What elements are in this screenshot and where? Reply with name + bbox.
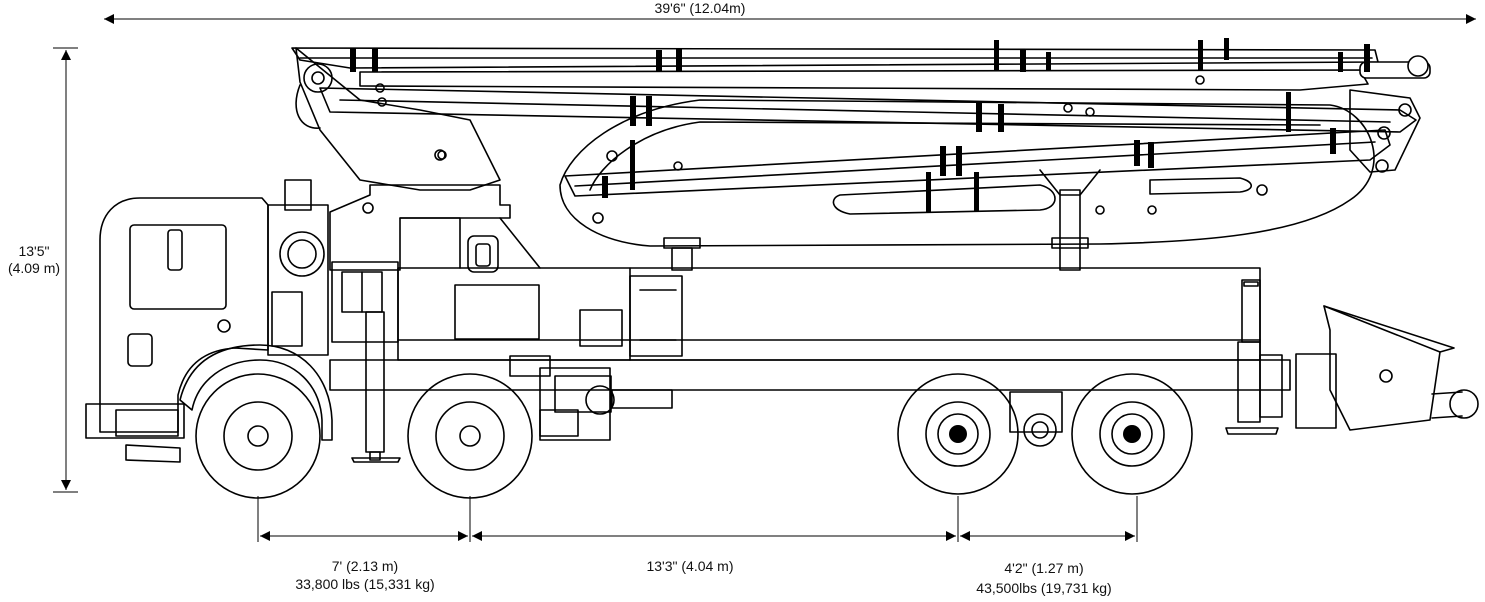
front-axle-weight-label: 33,800 lbs (15,331 kg) [295, 576, 435, 592]
rear-wheel-1 [897, 373, 1019, 495]
rear-axle-spacing-label: 4'2" (1.27 m) [1004, 560, 1084, 576]
pump-unit [509, 355, 1063, 447]
overall-length-label: 39'6" (12.04m) [654, 0, 746, 16]
front-fender [179, 344, 333, 441]
axle-dimension-lines [257, 496, 1138, 542]
front-wheel-1 [195, 373, 321, 499]
front-wheel-2 [407, 373, 533, 499]
rear-wheel-2 [1071, 373, 1193, 495]
cab [85, 179, 329, 463]
rear-axle-weight-label: 43,500lbs (19,731 kg) [976, 580, 1112, 596]
wheelbase-label: 13'3" (4.04 m) [646, 558, 734, 574]
boom-assembly [291, 38, 1431, 271]
concrete-hopper [1295, 305, 1479, 431]
turret [329, 184, 541, 273]
front-outrigger-leg [351, 311, 401, 463]
height-label-ft: 13'5" [18, 243, 50, 259]
height-label-m: (4.09 m) [7, 260, 61, 276]
chassis [329, 261, 1291, 391]
height-dimension-line [53, 47, 78, 493]
rear-outrigger-leg [1225, 341, 1283, 435]
front-axle-spacing-label: 7' (2.13 m) [331, 558, 399, 574]
